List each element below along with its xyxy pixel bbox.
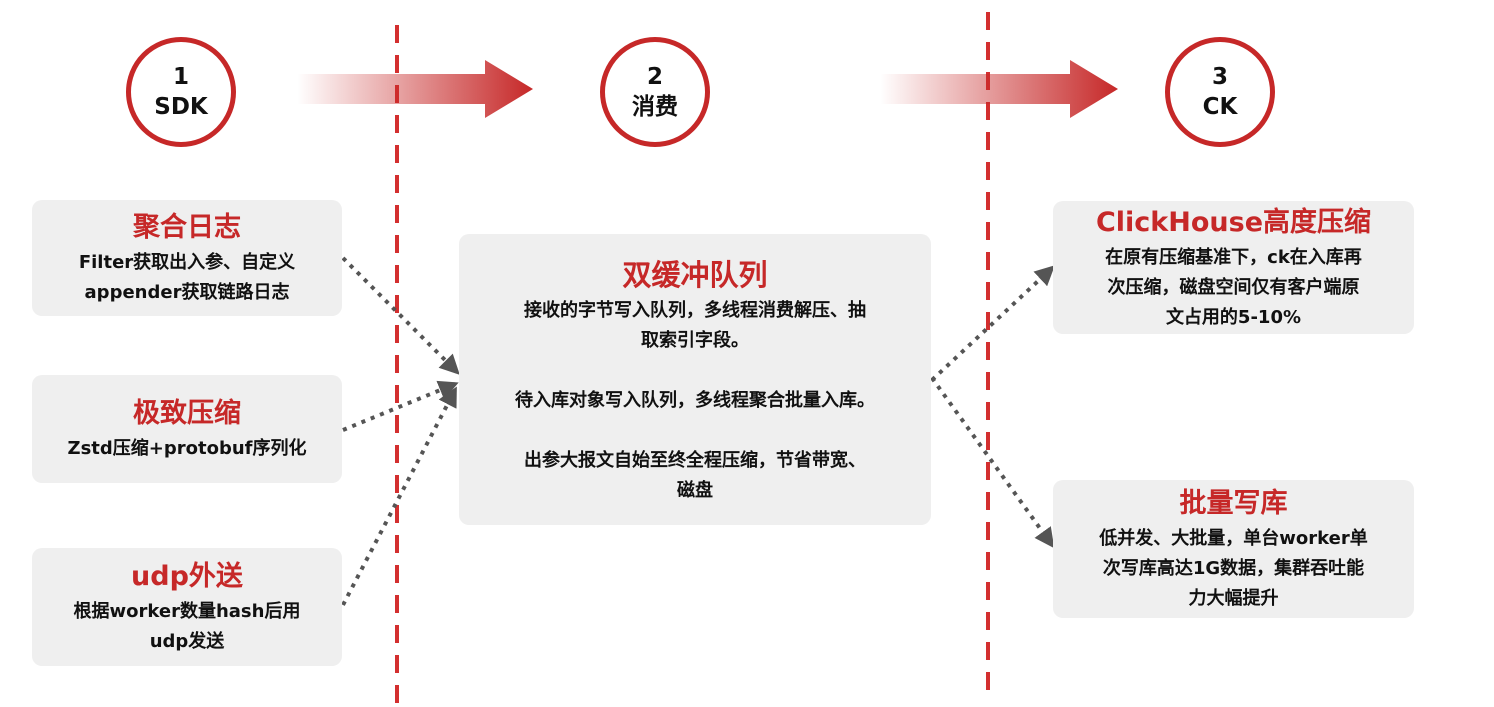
box-title: 双缓冲队列 <box>622 257 768 292</box>
stage-circle-ck: 3 CK <box>1165 37 1275 147</box>
ck-box-batch-write: 批量写库 低并发、大批量，单台worker单 次写库高达1G数据，集群吞吐能 力… <box>1053 480 1414 618</box>
box-title: 极致压缩 <box>133 398 241 429</box>
box-body: 在原有压缩基准下，ck在入库再 次压缩，磁盘空间仅有客户端原 文占用的5-10% <box>1105 243 1362 333</box>
box-line: Filter获取出入参、自定义 <box>78 252 296 273</box>
box-line: 根据worker数量hash后用 <box>73 601 301 622</box>
box-paragraph: 出参大报文自始至终全程压缩，节省带宽、 磁盘 <box>515 446 875 506</box>
box-body: 低并发、大批量，单台worker单 次写库高达1G数据，集群吞吐能 力大幅提升 <box>1099 524 1367 614</box>
box-body: 接收的字节写入队列，多线程消费解压、抽 取索引字段。 待入库对象写入队列，多线程… <box>515 296 875 506</box>
stage-arrow-1 <box>297 60 533 118</box>
box-line: 取索引字段。 <box>641 329 749 351</box>
box-line: 次压缩，磁盘空间仅有客户端原 <box>1107 276 1360 298</box>
box-line: 次写库高达1G数据，集群吞吐能 <box>1102 558 1365 579</box>
box-line: udp发送 <box>149 631 225 652</box>
box-body: Zstd压缩+protobuf序列化 <box>68 434 307 464</box>
stage-name: CK <box>1202 94 1238 120</box>
box-line: 力大幅提升 <box>1188 588 1279 609</box>
box-line: 低并发、大批量，单台worker单 <box>1099 528 1368 549</box>
box-title: 聚合日志 <box>133 212 241 243</box>
box-line: 在原有压缩基准下，ck在入库再 <box>1105 246 1362 268</box>
box-paragraph: 待入库对象写入队列，多线程聚合批量入库。 <box>515 386 875 416</box>
box-line: 出参大报文自始至终全程压缩，节省带宽、 <box>524 449 866 471</box>
connector-udp-to-queue <box>341 386 457 606</box>
box-body: Filter获取出入参、自定义 appender获取链路日志 <box>79 248 295 308</box>
box-line: 待入库对象写入队列，多线程聚合批量入库。 <box>515 389 875 411</box>
stage-arrow-2 <box>880 60 1118 118</box>
stage-name: SDK <box>154 94 208 120</box>
box-title: 批量写库 <box>1179 488 1288 519</box>
box-paragraph: 接收的字节写入队列，多线程消费解压、抽 取索引字段。 <box>515 296 875 356</box>
sdk-box-aggregate-logs: 聚合日志 Filter获取出入参、自定义 appender获取链路日志 <box>32 200 342 316</box>
consume-box-double-buffer-queue: 双缓冲队列 接收的字节写入队列，多线程消费解压、抽 取索引字段。 待入库对象写入… <box>459 234 931 525</box>
box-title: udp外送 <box>131 561 243 592</box>
stage-number: 2 <box>646 64 663 90</box>
connector-queue-to-batch-write <box>930 376 1055 549</box>
stage-number: 1 <box>172 64 189 90</box>
connector-aggregate-to-queue <box>341 256 460 375</box>
connector-queue-to-ck-compress <box>930 265 1055 382</box>
box-line: appender获取链路日志 <box>84 282 290 303</box>
stage-name: 消费 <box>632 94 678 120</box>
box-title: ClickHouse高度压缩 <box>1095 206 1372 238</box>
sdk-box-extreme-compression: 极致压缩 Zstd压缩+protobuf序列化 <box>32 375 342 483</box>
stage-circle-consume: 2 消费 <box>600 37 710 147</box>
stage-number: 3 <box>1211 64 1228 90</box>
sdk-box-udp-send: udp外送 根据worker数量hash后用 udp发送 <box>32 548 342 666</box>
box-line: 磁盘 <box>677 479 713 501</box>
box-line: 文占用的5-10% <box>1165 306 1302 328</box>
ck-box-high-compression: ClickHouse高度压缩 在原有压缩基准下，ck在入库再 次压缩，磁盘空间仅… <box>1053 201 1414 334</box>
stage-circle-sdk: 1 SDK <box>126 37 236 147</box>
box-line: 接收的字节写入队列，多线程消费解压、抽 <box>524 299 866 321</box>
connector-compress-to-queue <box>342 380 459 432</box>
box-body: 根据worker数量hash后用 udp发送 <box>74 597 301 657</box>
box-line: Zstd压缩+protobuf序列化 <box>67 438 307 459</box>
